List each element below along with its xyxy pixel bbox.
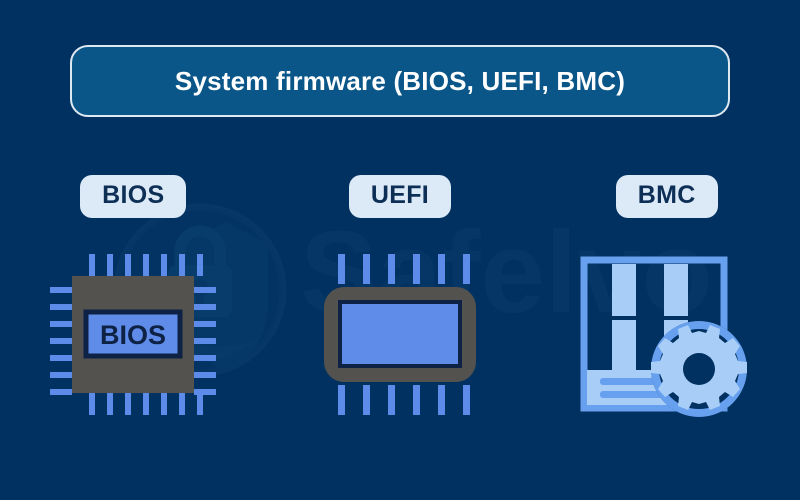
chip-pins-right	[194, 286, 217, 395]
chip-pins-bottom	[338, 384, 471, 415]
icon-slot-bmc	[578, 252, 756, 420]
chip-pins-bottom	[89, 392, 204, 415]
label-pill-bmc: BMC	[615, 175, 718, 218]
chip-pins-top	[89, 253, 204, 276]
label-pill-bios: BIOS	[80, 175, 187, 218]
chip-screen	[83, 309, 183, 359]
chip-pins-left	[50, 286, 73, 395]
bmc-server-gear-icon	[580, 256, 747, 417]
chip-pins-top	[338, 253, 471, 284]
icon-slot-uefi	[312, 252, 487, 417]
uefi-chip-icon	[324, 253, 477, 415]
title-banner: System firmware (BIOS, UEFI, BMC)	[70, 45, 730, 117]
column-uefi: UEFI	[267, 175, 534, 475]
column-bios: BIOS	[0, 175, 267, 475]
label-pill-uefi: UEFI	[348, 175, 452, 218]
bios-chip-icon: BIOS	[50, 253, 217, 415]
page-title: System firmware (BIOS, UEFI, BMC)	[174, 65, 626, 96]
column-bmc: BMC	[533, 175, 800, 475]
icon-slot-bios: BIOS	[48, 252, 218, 417]
gear-icon	[650, 320, 747, 417]
chip-screen-label: BIOS	[100, 320, 166, 350]
firmware-columns: BIOS	[0, 175, 800, 475]
chip-screen	[338, 299, 463, 368]
